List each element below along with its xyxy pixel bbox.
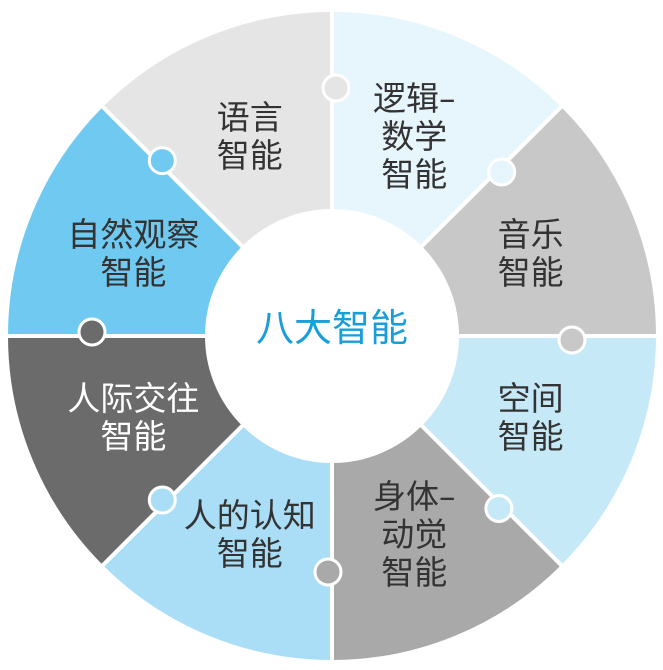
segment-label-1: 逻辑–数学智能 — [334, 80, 494, 194]
segment-label-line: 智能 — [497, 417, 564, 457]
segment-label-line: 智能 — [216, 136, 283, 176]
segment-label-2: 音乐智能 — [451, 214, 611, 292]
segment-label-line: 人际交往 — [67, 379, 200, 419]
segment-label-8: 语言智能 — [170, 99, 330, 175]
connector-knob-6 — [147, 485, 186, 524]
segment-label-line: 智能 — [216, 533, 283, 573]
connector-knob-3 — [557, 312, 587, 355]
segment-label-line: 智能 — [381, 155, 448, 195]
segment-label-line: 音乐 — [497, 214, 564, 254]
segment-label-7: 自然观察智能 — [53, 214, 213, 292]
segment-label-line: 数学 — [381, 117, 448, 157]
segment-label-line: 智能 — [100, 252, 167, 292]
segment-label-line: 身体– — [373, 476, 456, 516]
connector-knob-2 — [478, 148, 517, 187]
segment-label-line: 动觉 — [381, 514, 448, 554]
segment-label-3: 空间智能 — [451, 380, 611, 456]
segment-label-line: 语言 — [216, 98, 283, 138]
segment-label-6: 人际交往智能 — [53, 380, 213, 456]
segment-label-line: 智能 — [100, 417, 167, 457]
connector-knob-1 — [308, 73, 351, 103]
segment-label-line: 人的认知 — [183, 495, 316, 535]
center-title: 八大智能 — [255, 306, 408, 350]
center-circle — [207, 211, 457, 461]
segment-label-4: 身体–动觉智能 — [334, 476, 494, 592]
segment-label-5: 人的认知智能 — [170, 495, 330, 573]
segment-label-line: 智能 — [497, 252, 564, 292]
segment-label-line: 自然观察 — [67, 214, 200, 254]
segment-label-line: 空间 — [497, 379, 564, 419]
connector-knob-5 — [313, 557, 356, 587]
connector-knob-4 — [484, 485, 523, 524]
connector-knob-7 — [77, 317, 107, 360]
connector-knob-8 — [138, 146, 177, 184]
segment-label-line: 逻辑– — [373, 79, 456, 119]
segment-label-line: 智能 — [381, 552, 448, 592]
